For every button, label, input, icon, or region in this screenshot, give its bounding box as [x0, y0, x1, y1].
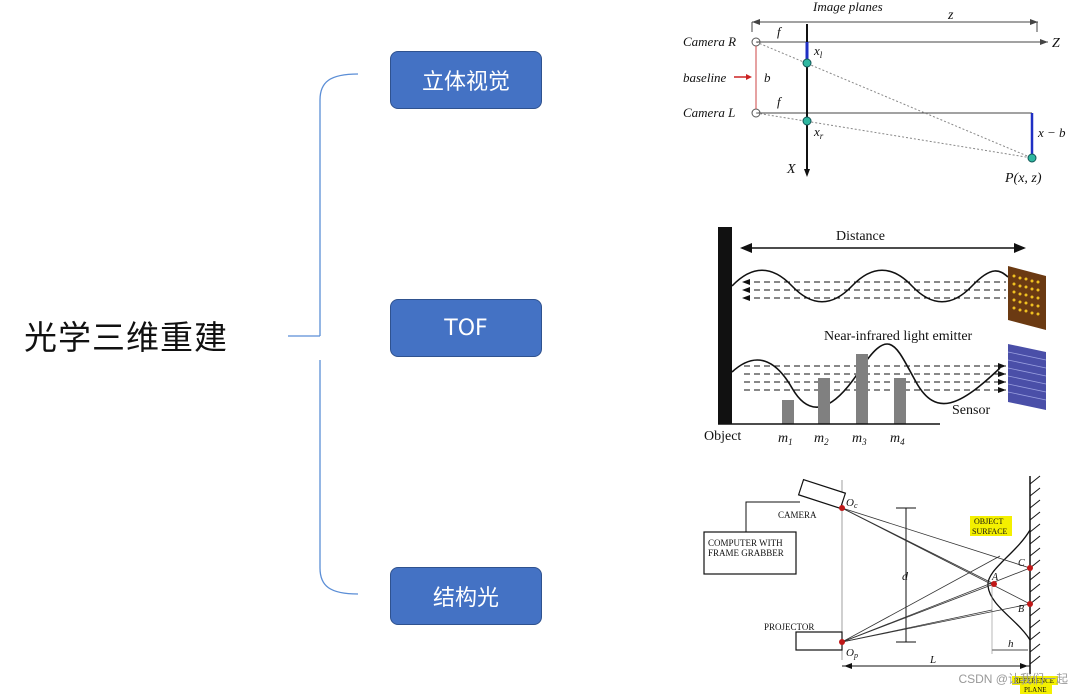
c-label: C [1018, 558, 1025, 569]
a-label: A [991, 572, 999, 583]
structured-light-diagram: L d h CAMERA COMPUTER WITH FRAME GRABBER… [703, 475, 1058, 694]
branch-structured-light[interactable]: 结构光 [390, 567, 542, 625]
xl-point [802, 58, 812, 68]
reference-plane-label-1: REFERENCE [1014, 677, 1054, 685]
sample-bar-m3 [856, 354, 868, 424]
watermark: CSDN @让我们一起 [958, 672, 1068, 686]
m1-label: m1 [778, 431, 793, 447]
p-label: P(x, z) [1004, 171, 1042, 186]
m3-label: m3 [852, 431, 867, 447]
sample-bar-m2 [818, 378, 830, 424]
m2-label: m2 [814, 431, 829, 447]
p-point [1027, 153, 1037, 163]
L-label: L [929, 654, 936, 666]
xr-point [802, 116, 812, 126]
sample-bar-m4 [894, 378, 906, 424]
sensor-panel [1007, 344, 1047, 410]
b-label: B [1018, 604, 1024, 615]
brace-line [288, 73, 359, 595]
object-wall [718, 227, 732, 424]
x-minus-b-label: x − b [1037, 125, 1066, 140]
image-planes-label: Image planes [812, 0, 883, 14]
xl-label: xl [813, 43, 823, 60]
reference-plane-label-2: PLANE [1024, 686, 1047, 694]
tof-diagram: Distance Near-infrared light emitter Sen… [704, 227, 1047, 447]
sample-bar-m1 [782, 400, 794, 424]
computer-label-line2: FRAME GRABBER [708, 548, 784, 558]
branch-label: TOF [444, 315, 488, 341]
branch-tof[interactable]: TOF [390, 299, 542, 357]
sensor-label: Sensor [952, 403, 990, 418]
m4-label: m4 [890, 431, 905, 447]
object-label: Object [704, 429, 741, 444]
xr-label: xr [813, 124, 824, 141]
h-label: h [1008, 638, 1014, 650]
d-label: d [902, 569, 909, 583]
branch-stereo-vision[interactable]: 立体视觉 [390, 51, 542, 109]
baseline-label: baseline [683, 70, 727, 85]
root-title: 光学三维重建 [24, 318, 228, 357]
b-label: b [764, 70, 771, 85]
oc-label: Oc [846, 497, 858, 510]
oc-point [839, 505, 845, 511]
object-surface-label-1: OBJECT [974, 517, 1003, 526]
z-label: z [947, 8, 954, 23]
op-point [839, 639, 845, 645]
X-axis-label: X [786, 162, 796, 177]
camera-icon [797, 478, 847, 510]
branch-label: 立体视觉 [421, 70, 510, 95]
b-point [1027, 601, 1033, 607]
emitter-panel [1008, 266, 1046, 330]
computer-label-line1: COMPUTER WITH [708, 538, 783, 548]
c-point [1027, 565, 1033, 571]
Z-axis-label: Z [1052, 36, 1060, 51]
distance-label: Distance [836, 229, 885, 244]
emitter-label: Near-infrared light emitter [824, 329, 973, 344]
projector-label: PROJECTOR [764, 622, 814, 632]
op-label: Op [846, 647, 858, 660]
branch-label: 结构光 [432, 586, 499, 611]
computer-box [703, 531, 797, 575]
camera-l-label: Camera L [683, 105, 735, 120]
camera-label: CAMERA [778, 510, 817, 520]
a-point [991, 581, 997, 587]
f-label-top: f [777, 24, 783, 39]
camera-r-label: Camera R [683, 34, 736, 49]
f-label-bottom: f [777, 94, 783, 109]
object-surface-label-2: SURFACE [972, 527, 1008, 536]
stereo-vision-diagram: Image planes z Z Camera R Camera L basel… [683, 0, 1066, 186]
projector-box [795, 631, 843, 651]
